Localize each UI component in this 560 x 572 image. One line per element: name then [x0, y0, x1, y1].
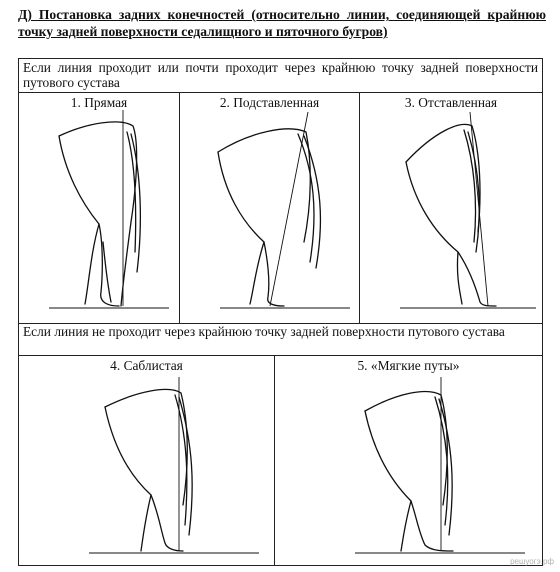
site-watermark: решуогэ.рф [510, 557, 554, 566]
cell-straight: 1. Прямая [19, 92, 179, 323]
label-sickle: 4. Саблистая [110, 358, 183, 373]
soft-pastern-leg-illustration [355, 377, 525, 554]
cell-sickle: 4. Саблистая [19, 355, 274, 566]
label-straight: 1. Прямая [70, 95, 128, 110]
label-soft-pastern: 5. «Мягкие путы» [357, 358, 460, 373]
column-divider [179, 92, 180, 323]
condition-text-off-line: Если линия не проходит через крайнюю точ… [23, 324, 505, 339]
cell-soft-pastern: 5. «Мягкие путы» [275, 355, 542, 566]
cell-camped: 3. Отставленная [360, 92, 542, 323]
label-camped: 3. Отставленная [404, 95, 498, 110]
cell-under: 2. Подставленная [180, 92, 359, 323]
row-divider [19, 355, 542, 356]
label-under: 2. Подставленная [219, 95, 320, 110]
row-divider [19, 92, 542, 93]
condition-text-on-line: Если линия проходит или почти проходит ч… [23, 60, 538, 90]
column-divider [274, 355, 275, 566]
camped-leg-illustration [400, 111, 536, 309]
straight-leg-illustration [49, 110, 169, 309]
sickle-leg-illustration [89, 377, 259, 554]
column-divider [359, 92, 360, 323]
stance-table: Если линия проходит или почти проходит ч… [18, 58, 543, 566]
under-leg-illustration [217, 111, 350, 309]
section-heading: Д) Постановка задних конечностей (относи… [18, 7, 546, 39]
row-divider [19, 323, 542, 324]
